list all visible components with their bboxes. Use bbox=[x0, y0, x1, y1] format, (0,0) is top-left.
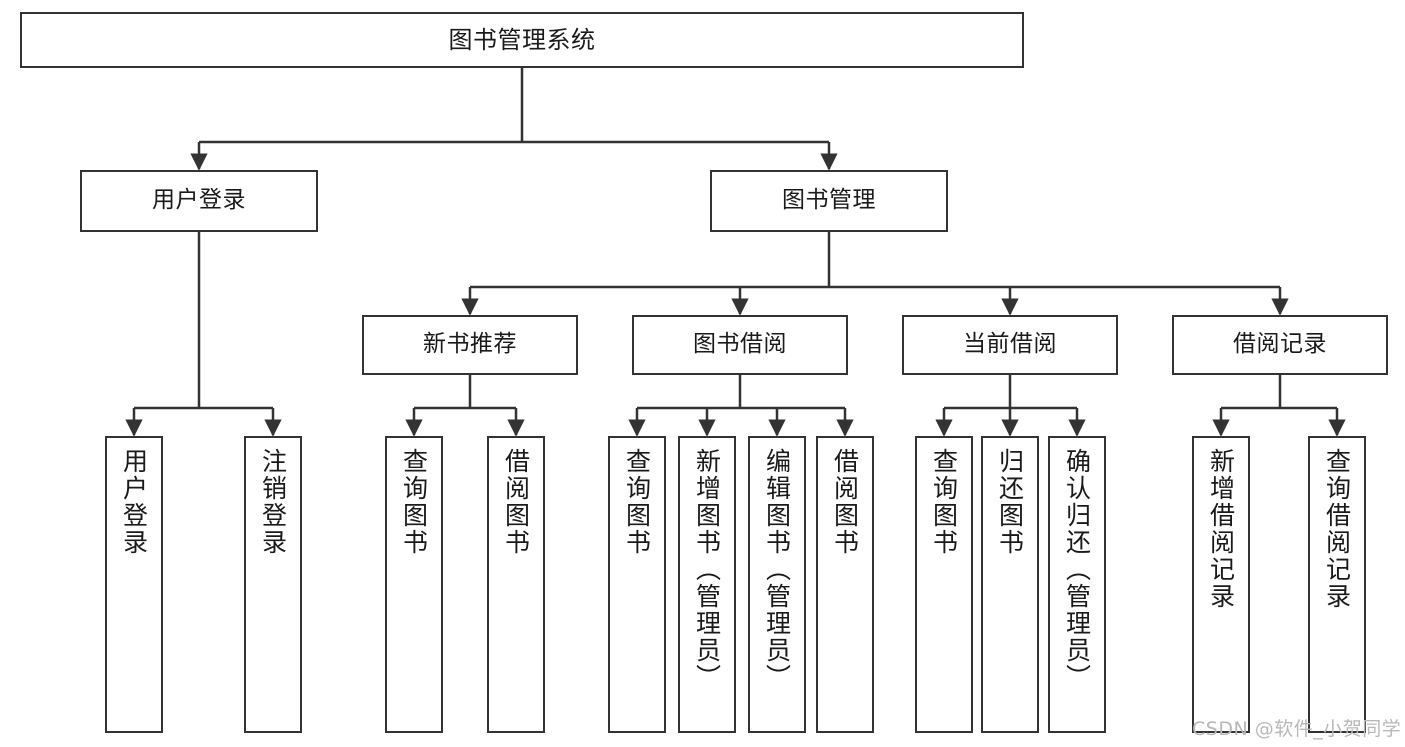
node-root[interactable]: 图书管理系统 bbox=[20, 12, 1024, 68]
node-label-records: 借阅记录 bbox=[1233, 331, 1327, 358]
node-l-cu-confirm[interactable]: 确认归还（管理员） bbox=[1048, 436, 1106, 733]
node-label-newbook: 新书推荐 bbox=[423, 331, 517, 358]
node-l-bk-edit[interactable]: 编辑图书（管理员） bbox=[748, 436, 806, 733]
node-label-l-bk-borrow: 借阅图书 bbox=[830, 448, 860, 556]
node-label-l-rc-query: 查询借阅记录 bbox=[1322, 448, 1352, 610]
node-borrow[interactable]: 图书借阅 bbox=[632, 315, 848, 375]
node-l-rc-add[interactable]: 新增借阅记录 bbox=[1192, 436, 1250, 733]
node-l-bk-add[interactable]: 新增图书（管理员） bbox=[678, 436, 736, 733]
node-l-bk-borrow[interactable]: 借阅图书 bbox=[816, 436, 874, 733]
node-label-root: 图书管理系统 bbox=[448, 25, 596, 54]
node-current[interactable]: 当前借阅 bbox=[902, 315, 1118, 375]
node-l-bk-query[interactable]: 查询图书 bbox=[608, 436, 666, 733]
node-label-l-rc-add: 新增借阅记录 bbox=[1206, 448, 1236, 610]
node-label-l-nb-borrow: 借阅图书 bbox=[501, 448, 531, 556]
node-records[interactable]: 借阅记录 bbox=[1172, 315, 1388, 375]
node-label-bookmgr: 图书管理 bbox=[782, 187, 876, 214]
node-l-login[interactable]: 用户登录 bbox=[105, 436, 163, 733]
node-l-rc-query[interactable]: 查询借阅记录 bbox=[1308, 436, 1366, 733]
node-label-current: 当前借阅 bbox=[963, 331, 1057, 358]
node-label-l-logout: 注销登录 bbox=[258, 448, 288, 556]
node-l-nb-query[interactable]: 查询图书 bbox=[385, 436, 443, 733]
node-l-nb-borrow[interactable]: 借阅图书 bbox=[487, 436, 545, 733]
node-label-l-bk-edit: 编辑图书（管理员） bbox=[762, 448, 792, 691]
node-label-l-login: 用户登录 bbox=[119, 448, 149, 556]
node-l-logout[interactable]: 注销登录 bbox=[244, 436, 302, 733]
node-login[interactable]: 用户登录 bbox=[80, 170, 318, 232]
node-bookmgr[interactable]: 图书管理 bbox=[710, 170, 948, 232]
node-l-cu-return[interactable]: 归还图书 bbox=[981, 436, 1039, 733]
node-newbook[interactable]: 新书推荐 bbox=[362, 315, 578, 375]
node-label-l-cu-return: 归还图书 bbox=[995, 448, 1025, 556]
node-label-l-bk-add: 新增图书（管理员） bbox=[692, 448, 722, 691]
node-label-login: 用户登录 bbox=[152, 187, 246, 214]
node-label-l-bk-query: 查询图书 bbox=[622, 448, 652, 556]
node-label-l-nb-query: 查询图书 bbox=[399, 448, 429, 556]
node-l-cu-query[interactable]: 查询图书 bbox=[915, 436, 973, 733]
node-label-l-cu-query: 查询图书 bbox=[929, 448, 959, 556]
node-label-borrow: 图书借阅 bbox=[693, 331, 787, 358]
node-label-l-cu-confirm: 确认归还（管理员） bbox=[1062, 448, 1092, 691]
